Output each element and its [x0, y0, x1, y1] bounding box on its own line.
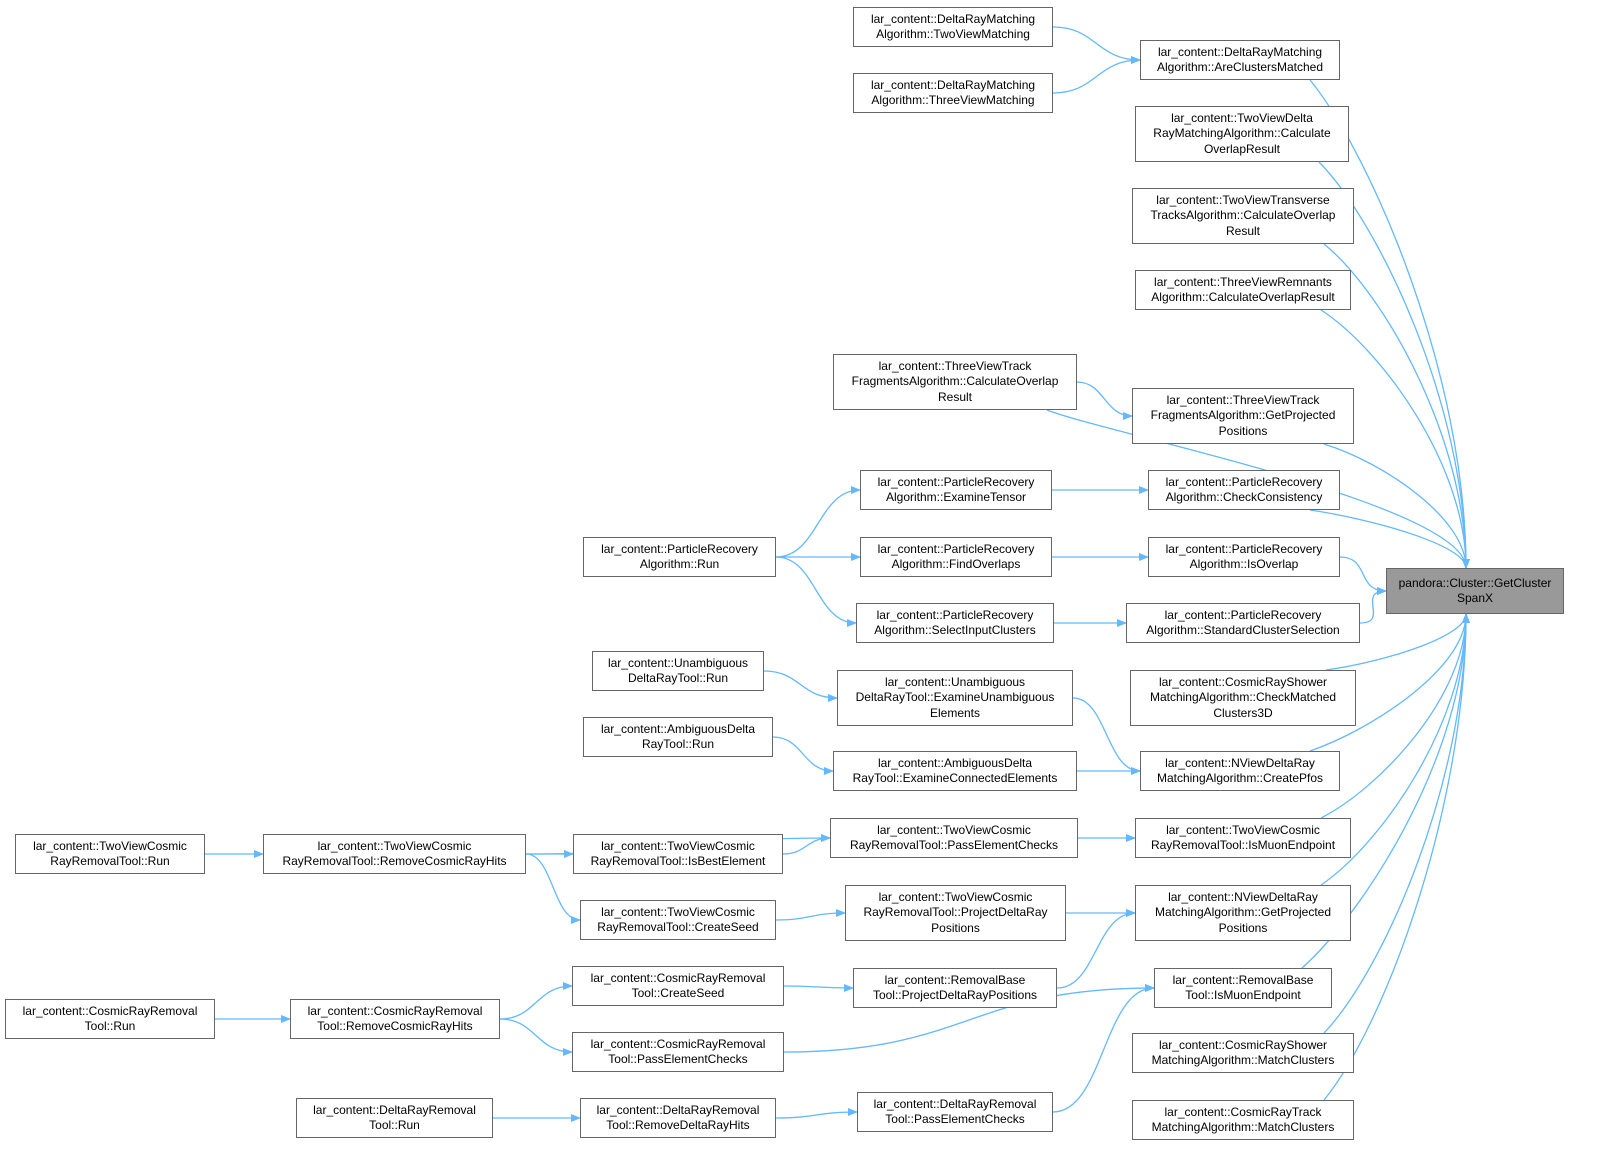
- edge-n34-to-n30: [499, 982, 573, 1020]
- graph-node-n16[interactable]: lar_content::Unambiguous DeltaRayTool::R…: [592, 651, 764, 691]
- graph-node-n26[interactable]: lar_content::TwoViewCosmic RayRemovalToo…: [573, 834, 783, 874]
- graph-node-n11[interactable]: lar_content::ParticleRecovery Algorithm:…: [583, 537, 776, 577]
- graph-node-n12[interactable]: lar_content::ParticleRecovery Algorithm:…: [860, 537, 1052, 577]
- edge-n3-to-n2: [1052, 56, 1141, 94]
- edge-n26-to-n22: [782, 834, 831, 855]
- graph-node-n22[interactable]: lar_content::TwoViewCosmic RayRemovalToo…: [830, 818, 1078, 858]
- graph-node-n8[interactable]: lar_content::ThreeViewTrack FragmentsAlg…: [1132, 388, 1354, 444]
- graph-node-n28[interactable]: lar_content::TwoViewCosmic RayRemovalToo…: [845, 885, 1066, 941]
- graph-node-n20[interactable]: lar_content::AmbiguousDelta RayTool::Exa…: [833, 751, 1077, 791]
- graph-node-n38[interactable]: lar_content::DeltaRayRemoval Tool::Remov…: [580, 1098, 776, 1138]
- graph-node-n1[interactable]: lar_content::DeltaRayMatching Algorithm:…: [853, 7, 1053, 47]
- graph-node-n6[interactable]: lar_content::ThreeViewRemnants Algorithm…: [1135, 270, 1351, 310]
- edge-n35-to-n32: [783, 984, 1155, 1053]
- edge-n16-to-n17: [763, 670, 838, 702]
- edge-n8-to-root: [1323, 443, 1470, 569]
- edge-n10-to-root: [1309, 509, 1470, 569]
- graph-node-n17[interactable]: lar_content::Unambiguous DeltaRayTool::E…: [837, 670, 1073, 726]
- edge-n11-to-n14: [775, 556, 857, 627]
- edge-n36-to-root: [1323, 613, 1470, 1034]
- graph-node-n29[interactable]: lar_content::NViewDeltaRay MatchingAlgor…: [1135, 885, 1351, 941]
- edge-n11-to-n9: [775, 486, 861, 558]
- graph-node-n36[interactable]: lar_content::CosmicRayShower MatchingAlg…: [1132, 1033, 1354, 1073]
- graph-node-n9[interactable]: lar_content::ParticleRecovery Algorithm:…: [860, 470, 1052, 510]
- graph-node-n31[interactable]: lar_content::RemovalBase Tool::ProjectDe…: [853, 968, 1057, 1008]
- edge-n7-to-n8: [1076, 381, 1133, 420]
- graph-node-n13[interactable]: lar_content::ParticleRecovery Algorithm:…: [1148, 537, 1340, 577]
- edge-n6-to-root: [1320, 309, 1470, 569]
- graph-node-n19[interactable]: lar_content::AmbiguousDelta RayTool::Run: [583, 717, 773, 757]
- graph-node-n34[interactable]: lar_content::CosmicRayRemoval Tool::Remo…: [290, 999, 500, 1039]
- graph-node-n10[interactable]: lar_content::ParticleRecovery Algorithm:…: [1148, 470, 1340, 510]
- graph-node-n35[interactable]: lar_content::CosmicRayRemoval Tool::Pass…: [572, 1032, 784, 1072]
- edge-n29-to-root: [1320, 613, 1470, 886]
- graph-node-n18[interactable]: lar_content::CosmicRayShower MatchingAlg…: [1130, 670, 1356, 726]
- graph-node-n15[interactable]: lar_content::ParticleRecovery Algorithm:…: [1126, 603, 1360, 643]
- graph-node-n7[interactable]: lar_content::ThreeViewTrack FragmentsAlg…: [833, 354, 1077, 410]
- root-node: pandora::Cluster::GetCluster SpanX: [1386, 568, 1564, 614]
- edge-n17-to-n21: [1072, 697, 1141, 775]
- edge-n25-to-n27: [525, 853, 581, 924]
- edge-n23-to-root: [1320, 613, 1470, 819]
- graph-node-n30[interactable]: lar_content::CosmicRayRemoval Tool::Crea…: [572, 966, 784, 1006]
- graph-node-n32[interactable]: lar_content::RemovalBase Tool::IsMuonEnd…: [1154, 968, 1332, 1008]
- edge-n38-to-n39: [775, 1108, 858, 1119]
- graph-node-n37[interactable]: lar_content::DeltaRayRemoval Tool::Run: [296, 1098, 493, 1138]
- edge-n1-to-n2: [1052, 26, 1141, 64]
- graph-node-n2[interactable]: lar_content::DeltaRayMatching Algorithm:…: [1140, 40, 1340, 80]
- graph-node-n33[interactable]: lar_content::CosmicRayRemoval Tool::Run: [5, 999, 215, 1039]
- edge-n15-to-root: [1359, 587, 1387, 624]
- graph-node-n14[interactable]: lar_content::ParticleRecovery Algorithm:…: [856, 603, 1054, 643]
- edge-n31-to-n29: [1056, 909, 1136, 989]
- edge-n34-to-n35: [499, 1018, 573, 1056]
- graph-node-n5[interactable]: lar_content::TwoViewTransverse TracksAlg…: [1132, 188, 1354, 244]
- graph-node-n39[interactable]: lar_content::DeltaRayRemoval Tool::PassE…: [857, 1092, 1053, 1132]
- graph-node-n25[interactable]: lar_content::TwoViewCosmic RayRemovalToo…: [263, 834, 526, 874]
- edge-n5-to-root: [1323, 243, 1470, 569]
- graph-node-n23[interactable]: lar_content::TwoViewCosmic RayRemovalToo…: [1135, 818, 1351, 858]
- graph-node-n21[interactable]: lar_content::NViewDeltaRay MatchingAlgor…: [1140, 751, 1340, 791]
- edge-n27-to-n28: [775, 909, 846, 921]
- graph-node-n24[interactable]: lar_content::TwoViewCosmic RayRemovalToo…: [15, 834, 205, 874]
- graph-node-n40[interactable]: lar_content::CosmicRayTrack MatchingAlgo…: [1132, 1100, 1354, 1140]
- edge-n21-to-root: [1309, 613, 1470, 752]
- graph-node-n4[interactable]: lar_content::TwoViewDelta RayMatchingAlg…: [1135, 106, 1349, 162]
- graph-node-n27[interactable]: lar_content::TwoViewCosmic RayRemovalToo…: [580, 900, 776, 940]
- edge-n13-to-root: [1339, 556, 1387, 595]
- edge-n19-to-n20: [772, 736, 834, 775]
- edge-n39-to-n32: [1052, 984, 1155, 1113]
- edge-n30-to-n31: [783, 983, 854, 992]
- graph-node-n3[interactable]: lar_content::DeltaRayMatching Algorithm:…: [853, 73, 1053, 113]
